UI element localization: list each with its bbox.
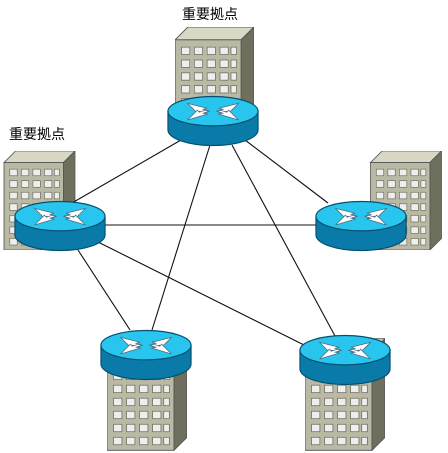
link-left-bottom-right — [97, 241, 307, 347]
router-bottom-left — [100, 329, 192, 381]
link-top-right — [244, 139, 329, 204]
link-top-left — [71, 139, 182, 204]
link-left-bottom-left — [77, 249, 131, 331]
link-top-bottom-left — [151, 144, 211, 331]
router-top — [167, 95, 259, 147]
site-label-top: 重要拠点 — [182, 7, 238, 23]
router-left — [14, 200, 106, 252]
router-right — [315, 200, 407, 252]
router-bottom-right — [299, 334, 391, 386]
site-label-left: 重要拠点 — [9, 127, 65, 143]
link-top-bottom-right — [231, 144, 336, 337]
